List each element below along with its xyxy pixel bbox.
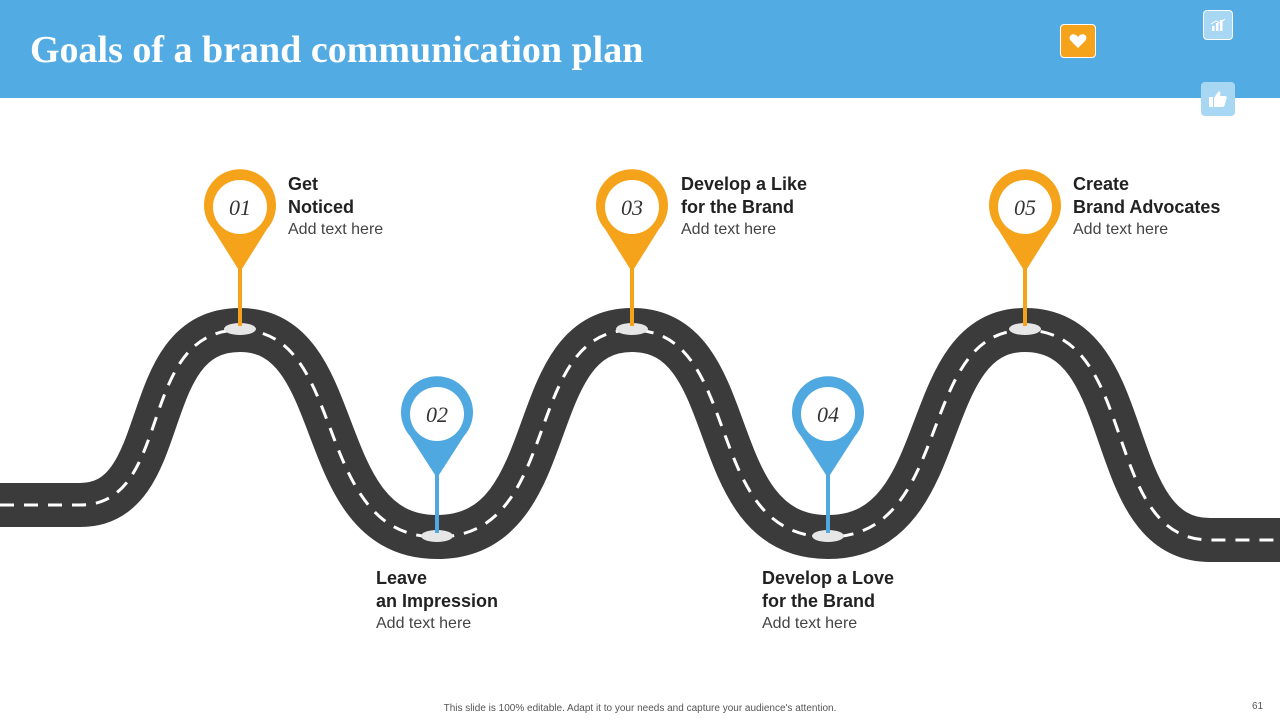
page-number: 61 <box>1252 701 1264 712</box>
step-text: Add text here <box>288 221 384 238</box>
thumbs-up-icon <box>1201 82 1235 116</box>
page-title: Goals of a brand communication plan <box>30 29 644 71</box>
step-03-label: Develop a Like for the Brand Add text he… <box>681 173 881 241</box>
pin-number: 03 <box>621 195 643 220</box>
step-title-line2: Brand Advocates <box>1073 197 1221 217</box>
step-text: Add text here <box>376 615 472 632</box>
step-text: Add text here <box>1073 221 1169 238</box>
pin-05: 05 <box>988 169 1061 335</box>
pin-01: 01 <box>204 169 276 335</box>
step-text: Add text here <box>681 221 777 238</box>
pin-number: 02 <box>426 402 448 427</box>
pin-04: 04 <box>791 376 864 542</box>
footer-note: This slide is 100% editable. Adapt it to… <box>443 703 837 714</box>
step-title-line1: Get <box>288 174 319 194</box>
step-title-line2: for the Brand <box>762 591 876 611</box>
step-04-label: Develop a Love for the Brand Add text he… <box>762 567 962 635</box>
step-01-label: Get Noticed Add text here <box>288 173 488 241</box>
pin-number: 04 <box>817 402 839 427</box>
pin-02: 02 <box>401 376 473 542</box>
road-surface <box>0 307 1280 562</box>
step-title-line2: an Impression <box>376 591 499 611</box>
step-title-line2: Noticed <box>288 197 355 217</box>
step-title-line1: Develop a Like <box>681 174 808 194</box>
heart-icon <box>1060 24 1096 58</box>
step-title-line1: Create <box>1073 174 1130 194</box>
step-title-line1: Develop a Love <box>762 568 895 588</box>
step-05-label: Create Brand Advocates Add text here <box>1073 173 1273 241</box>
step-text: Add text here <box>762 615 858 632</box>
pin-03: 03 <box>595 169 668 335</box>
step-02-label: Leave an Impression Add text here <box>376 567 576 635</box>
step-title-line1: Leave <box>376 568 428 588</box>
pin-number: 05 <box>1014 195 1036 220</box>
pin-number: 01 <box>229 195 251 220</box>
bar-chart-icon <box>1203 10 1233 40</box>
step-title-line2: for the Brand <box>681 197 795 217</box>
